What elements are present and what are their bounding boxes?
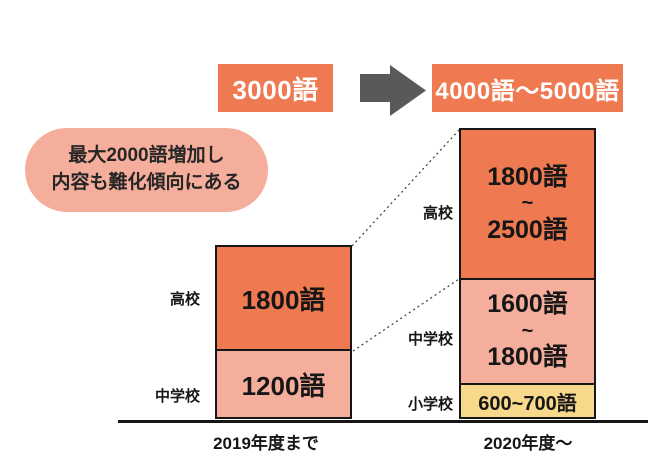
total-after-box: 4000語〜5000語 [432,64,623,112]
axis-label-2020: 2020年度〜 [483,434,573,453]
level-label-2019-juniorhigh: 中学校 [154,388,200,405]
bar-2020-elementary: 600~700語 [459,383,596,419]
bar-2019-juniorhigh: 1200語 [215,349,352,419]
bar-value-line: 1600語 [487,290,568,319]
bar-value: 1800語 [241,284,326,315]
axis-baseline [118,420,648,423]
bar-2020-highschool: 1800語 ~ 2500語 [459,128,596,280]
bar-value-line: 1800語 [487,162,568,191]
bar-value: 600~700語 [478,392,577,415]
bar-2019-highschool: 1800語 [215,245,352,351]
right-arrow-icon [360,65,426,116]
level-label-2020-elementary: 小学校 [407,396,453,413]
annotation-bubble: 最大2000語増加し 内容も難化傾向にある [25,128,268,212]
level-label-2019-highschool: 高校 [169,291,200,308]
bar-value-tilde: ~ [521,192,534,215]
bar-value-line: 1800語 [487,343,568,372]
bar-value-tilde: ~ [521,319,534,342]
axis-label-2019: 2019年度まで [213,434,319,453]
total-before-box: 3000語 [218,64,333,112]
annotation-line-2: 内容も難化傾向にある [51,172,242,193]
annotation-line-1: 最大2000語増加し [68,145,225,167]
level-label-2020-highschool: 高校 [422,205,453,222]
bar-2020-juniorhigh: 1600語 ~ 1800語 [459,278,596,385]
bar-value: 1200語 [241,370,326,401]
level-label-2020-juniorhigh: 中学校 [407,331,453,348]
bar-value-line: 2500語 [487,215,568,244]
